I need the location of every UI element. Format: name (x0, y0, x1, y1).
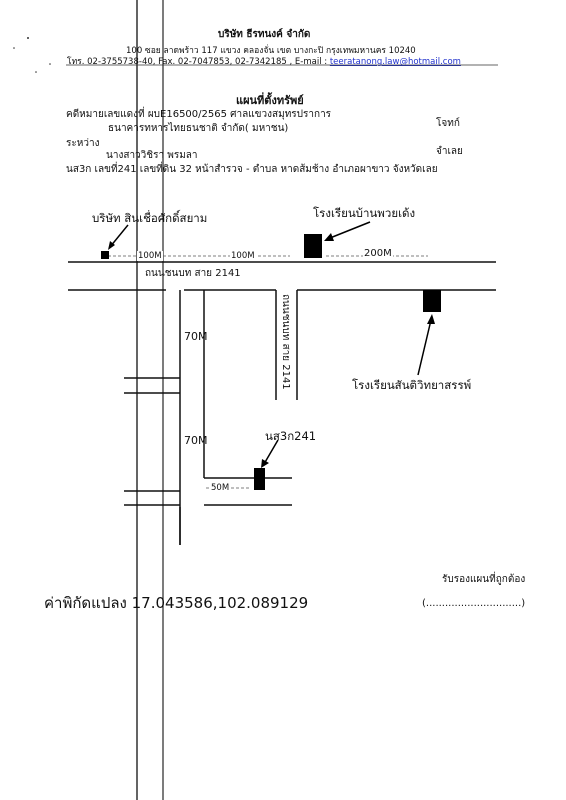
case-number: คดีหมายเลขแดงที่ ผบE16500/2565 ศาลแขวงสม… (66, 109, 332, 120)
arrow-school-1-head (324, 233, 334, 241)
plaintiff-role: โจทก์ (436, 118, 460, 129)
plot-coordinates: ค่าพิกัดแปลง 17.043586,102.089129 (44, 594, 309, 612)
arrow-target (263, 439, 279, 465)
plaintiff-name: ธนาคารทหารไทยธนชาติ จำกัด( มหาชน) (108, 123, 289, 134)
school-1-label: โรงเรียนบ้านพวยเด้ง (313, 206, 416, 220)
land-title-line: นส3ก เลขที่241 เลขที่ดิน 32 หน้าสำรวจ - … (66, 164, 438, 175)
distance-label-3: 200M (363, 248, 393, 259)
arrow-school-2-head (427, 314, 435, 324)
distance-label-4: 70M (184, 330, 208, 343)
horizontal-road-label: ถนนชนบท สาย 2141 (145, 268, 241, 279)
school-2-marker (423, 290, 441, 312)
defendant-role: จำเลย (436, 146, 463, 157)
defendant-name: นางสาววิชิรา พรมลา (106, 150, 198, 161)
school-1-marker (304, 234, 322, 258)
company-address: 100 ซอย ลาดพร้าว 117 แขวง คลองจั่น เขต บ… (126, 46, 416, 56)
company-landmark-label: บริษัท สินเชื่อศักดิ์สยาม (92, 211, 208, 225)
school-2-label: โรงเรียนสันติวิทยาสรรพ์ (352, 378, 472, 392)
company-name: บริษัท ธีรทนงค์ จำกัด (218, 29, 311, 40)
email-link[interactable]: teeratanong.law@hotmail.com (329, 57, 461, 67)
contact-text: โทร. 02-3755738-40, Fax. 02-7047853, 02-… (67, 57, 328, 67)
document-title: แผนที่ตั้งทรัพย์ (236, 94, 304, 107)
vertical-road-label: ถนนชนบท สาย 2141 (280, 294, 291, 390)
arrow-company-head (108, 241, 115, 250)
company-contact: โทร. 02-3755738-40, Fax. 02-7047853, 02-… (67, 54, 461, 68)
certify-text: รับรองแผนที่ถูกต้อง (442, 574, 526, 585)
distance-label-5: 70M (184, 434, 208, 447)
distance-label-1: 100M (137, 251, 163, 261)
target-land-marker (254, 468, 265, 490)
arrow-school-1 (329, 221, 371, 239)
arrow-company (109, 224, 129, 248)
company-marker (101, 251, 109, 259)
between-label: ระหว่าง (66, 138, 100, 149)
signature-line: (..............................) (422, 598, 526, 609)
arrow-school-2 (417, 319, 432, 376)
arrow-target-head (261, 459, 269, 468)
distance-label-6: 50M (210, 483, 231, 493)
target-land-label: นส3ก241 (265, 429, 317, 443)
distance-label-2: 100M (230, 251, 256, 261)
